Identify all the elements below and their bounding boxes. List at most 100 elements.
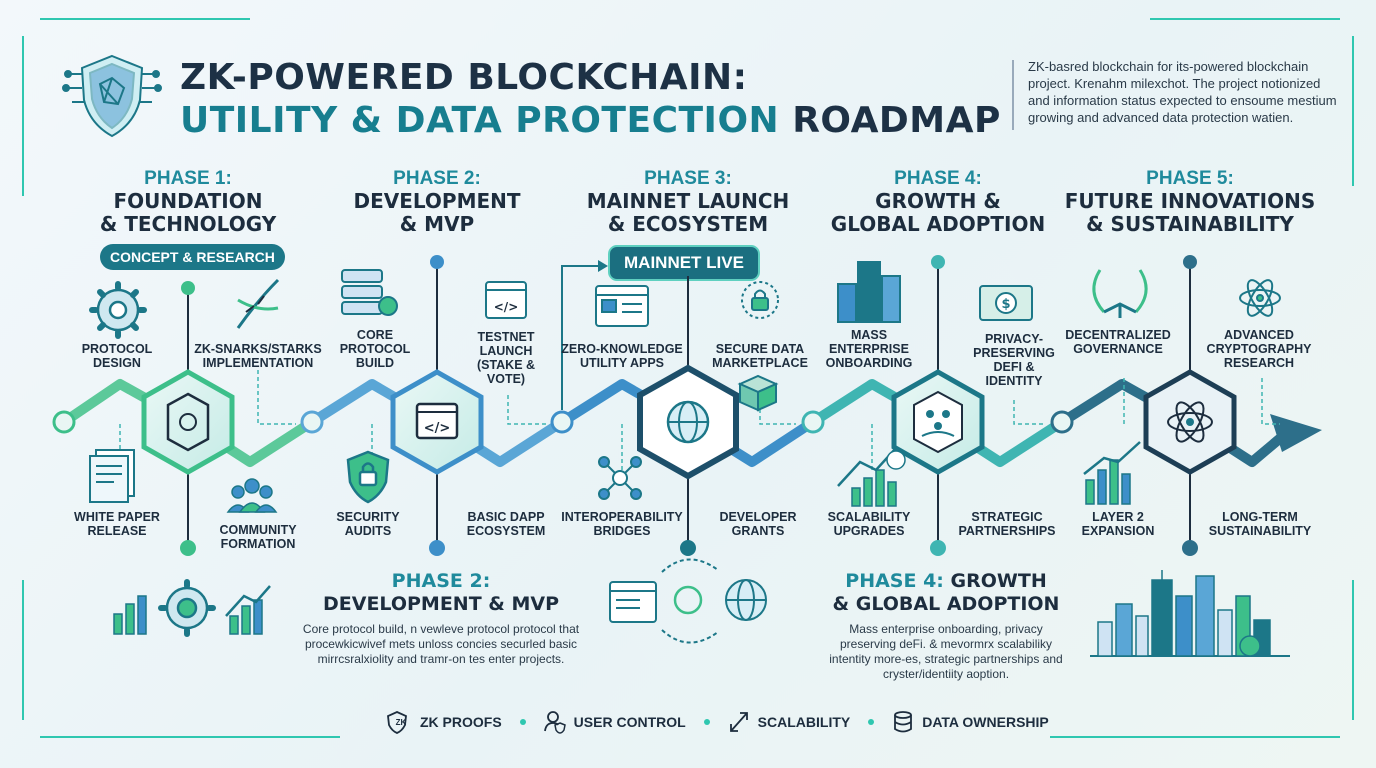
junction-node-start [52, 410, 76, 434]
phase-4-name-1: GROWTH & [875, 189, 1001, 213]
enterprise-buildings-icon [837, 261, 901, 323]
utility-apps-window-icon [595, 285, 649, 327]
footer-separator-3 [868, 719, 875, 725]
summary-4-title: & GLOBAL ADOPTION [832, 593, 1060, 615]
frame-left-bottom-line [22, 580, 24, 720]
phase-3-num: PHASE 3: [644, 168, 732, 189]
frame-top-right-line [1150, 18, 1340, 20]
junction-node-1 [300, 410, 324, 434]
phase-2-summary: PHASE 2: DEVELOPMENT & MVP Core protocol… [296, 570, 586, 667]
footer-separator-1 [519, 719, 526, 725]
mainnet-live-pill: MAINNET LIVE [608, 245, 760, 281]
phase-2-top-dot [430, 255, 444, 269]
title-line-2-dark: ROADMAP [779, 100, 1001, 141]
community-people-icon [226, 478, 278, 513]
footer-scalability: SCALABILITY [728, 710, 850, 734]
frame-top-left-line [40, 18, 250, 20]
phase-1-hub [141, 369, 235, 475]
dash-connector-10 [1261, 378, 1280, 425]
phase-5-bottom-dot [1182, 540, 1198, 556]
page-title: ZK-POWERED BLOCKCHAIN: UTILITY & DATA PR… [180, 56, 1010, 142]
white-paper-document-icon [89, 449, 135, 503]
expand-arrows-icon [729, 712, 748, 732]
svg-text:</>: </> [424, 421, 451, 436]
phase-4-summary: PHASE 4: GROWTH & GLOBAL ADOPTION Mass e… [821, 570, 1071, 682]
defi-identity-card-icon [979, 285, 1033, 321]
summary-2-text: Core protocol build, n vewleve protocol … [302, 622, 580, 666]
intro-divider [1012, 60, 1014, 130]
phase-2-heading: PHASE 2: DEVELOPMENT & MVP [353, 168, 604, 236]
footer-legend: ZK ZK PROOFS USER CONTROL SCALABILITY DA… [386, 710, 1049, 734]
data-marketplace-lock-network-icon [741, 281, 779, 319]
summary-2-num: PHASE 2: [391, 570, 491, 592]
phase-3-name-2: & ECOSYSTEM [607, 212, 769, 236]
frame-bottom-right-line [1050, 736, 1340, 738]
phase-3-name-1: MAINNET LAUNCH [586, 189, 790, 213]
phase-4-top-dot [931, 255, 945, 269]
code-glyph: </> [494, 300, 519, 314]
footer-separator-2 [703, 719, 710, 725]
summary-2-title: DEVELOPMENT & MVP [322, 593, 560, 615]
code-window-icon [485, 281, 527, 319]
phase-2-name-1: DEVELOPMENT [353, 189, 521, 213]
user-shield-icon [543, 711, 566, 734]
phase-2-bottom-dot [429, 540, 445, 556]
phase-2-name-2: & MVP [399, 212, 475, 236]
phase-3-hub [637, 364, 739, 480]
summary-4-title-rest: GROWTH [943, 570, 1047, 592]
phase-3-bottom-dot [680, 540, 696, 556]
dash-connector-3 [507, 395, 546, 425]
cryptography-atom-icon [1239, 279, 1281, 317]
summary-4-text: Mass enterprise onboarding, privacy pres… [829, 622, 1063, 681]
footer-label-data-ownership: DATA OWNERSHIP [922, 714, 1049, 730]
data-cube-box-icon [737, 374, 779, 412]
phase-5-heading: PHASE 5: FUTURE INNOVATIONS & SUSTAINABI… [1065, 168, 1376, 236]
phase-1-top-dot [181, 281, 195, 295]
footer-label-zk-proofs: ZK PROOFS [420, 714, 502, 730]
phase-4-num: PHASE 4: [894, 168, 982, 189]
interoperability-network-icon [598, 456, 642, 500]
shield-logo-icon [62, 54, 162, 138]
analytics-charts-icon [113, 585, 271, 635]
layer2-chart-icon [1083, 441, 1141, 505]
phase-4-hub [891, 369, 985, 475]
junction-node-4 [1050, 410, 1074, 434]
protocol-design-gear-icon [89, 281, 147, 339]
dash-connector-1 [257, 370, 296, 425]
phase-2-num: PHASE 2: [393, 168, 481, 189]
intro-text: ZK-basred blockchain for its-powered blo… [1028, 59, 1337, 125]
phase-3-heading: PHASE 3: MAINNET LAUNCH & ECOSYSTEM [587, 168, 891, 236]
footer-data-ownership: DATA OWNERSHIP [892, 710, 1049, 734]
footer-label-user-control: USER CONTROL [573, 714, 686, 730]
zk-badge-icon [387, 711, 407, 734]
mainnet-arrow-head [598, 260, 608, 272]
title-line-1: ZK-POWERED BLOCKCHAIN: [180, 57, 748, 98]
phase-5-num: PHASE 5: [1146, 168, 1234, 189]
summary-4-num: PHASE 4: [845, 570, 944, 592]
phase-1-heading: PHASE 1: FOUNDATION & TECHNOLOGY [100, 168, 364, 236]
phase-1-name-2: & TECHNOLOGY [99, 212, 277, 236]
frame-bottom-left-line [40, 736, 340, 738]
bottom-gear-icon [158, 579, 216, 637]
footer-zk-proofs: ZK ZK PROOFS [386, 710, 502, 734]
phase-4-bottom-dot [930, 540, 946, 556]
frame-right-bottom-line [1352, 580, 1354, 720]
city-skyline-icon [1090, 570, 1290, 657]
frame-right-top-line [1352, 36, 1354, 186]
phase-5-name-2: & SUSTAINABILITY [1086, 212, 1294, 236]
dollar-glyph: $ [1001, 297, 1010, 312]
